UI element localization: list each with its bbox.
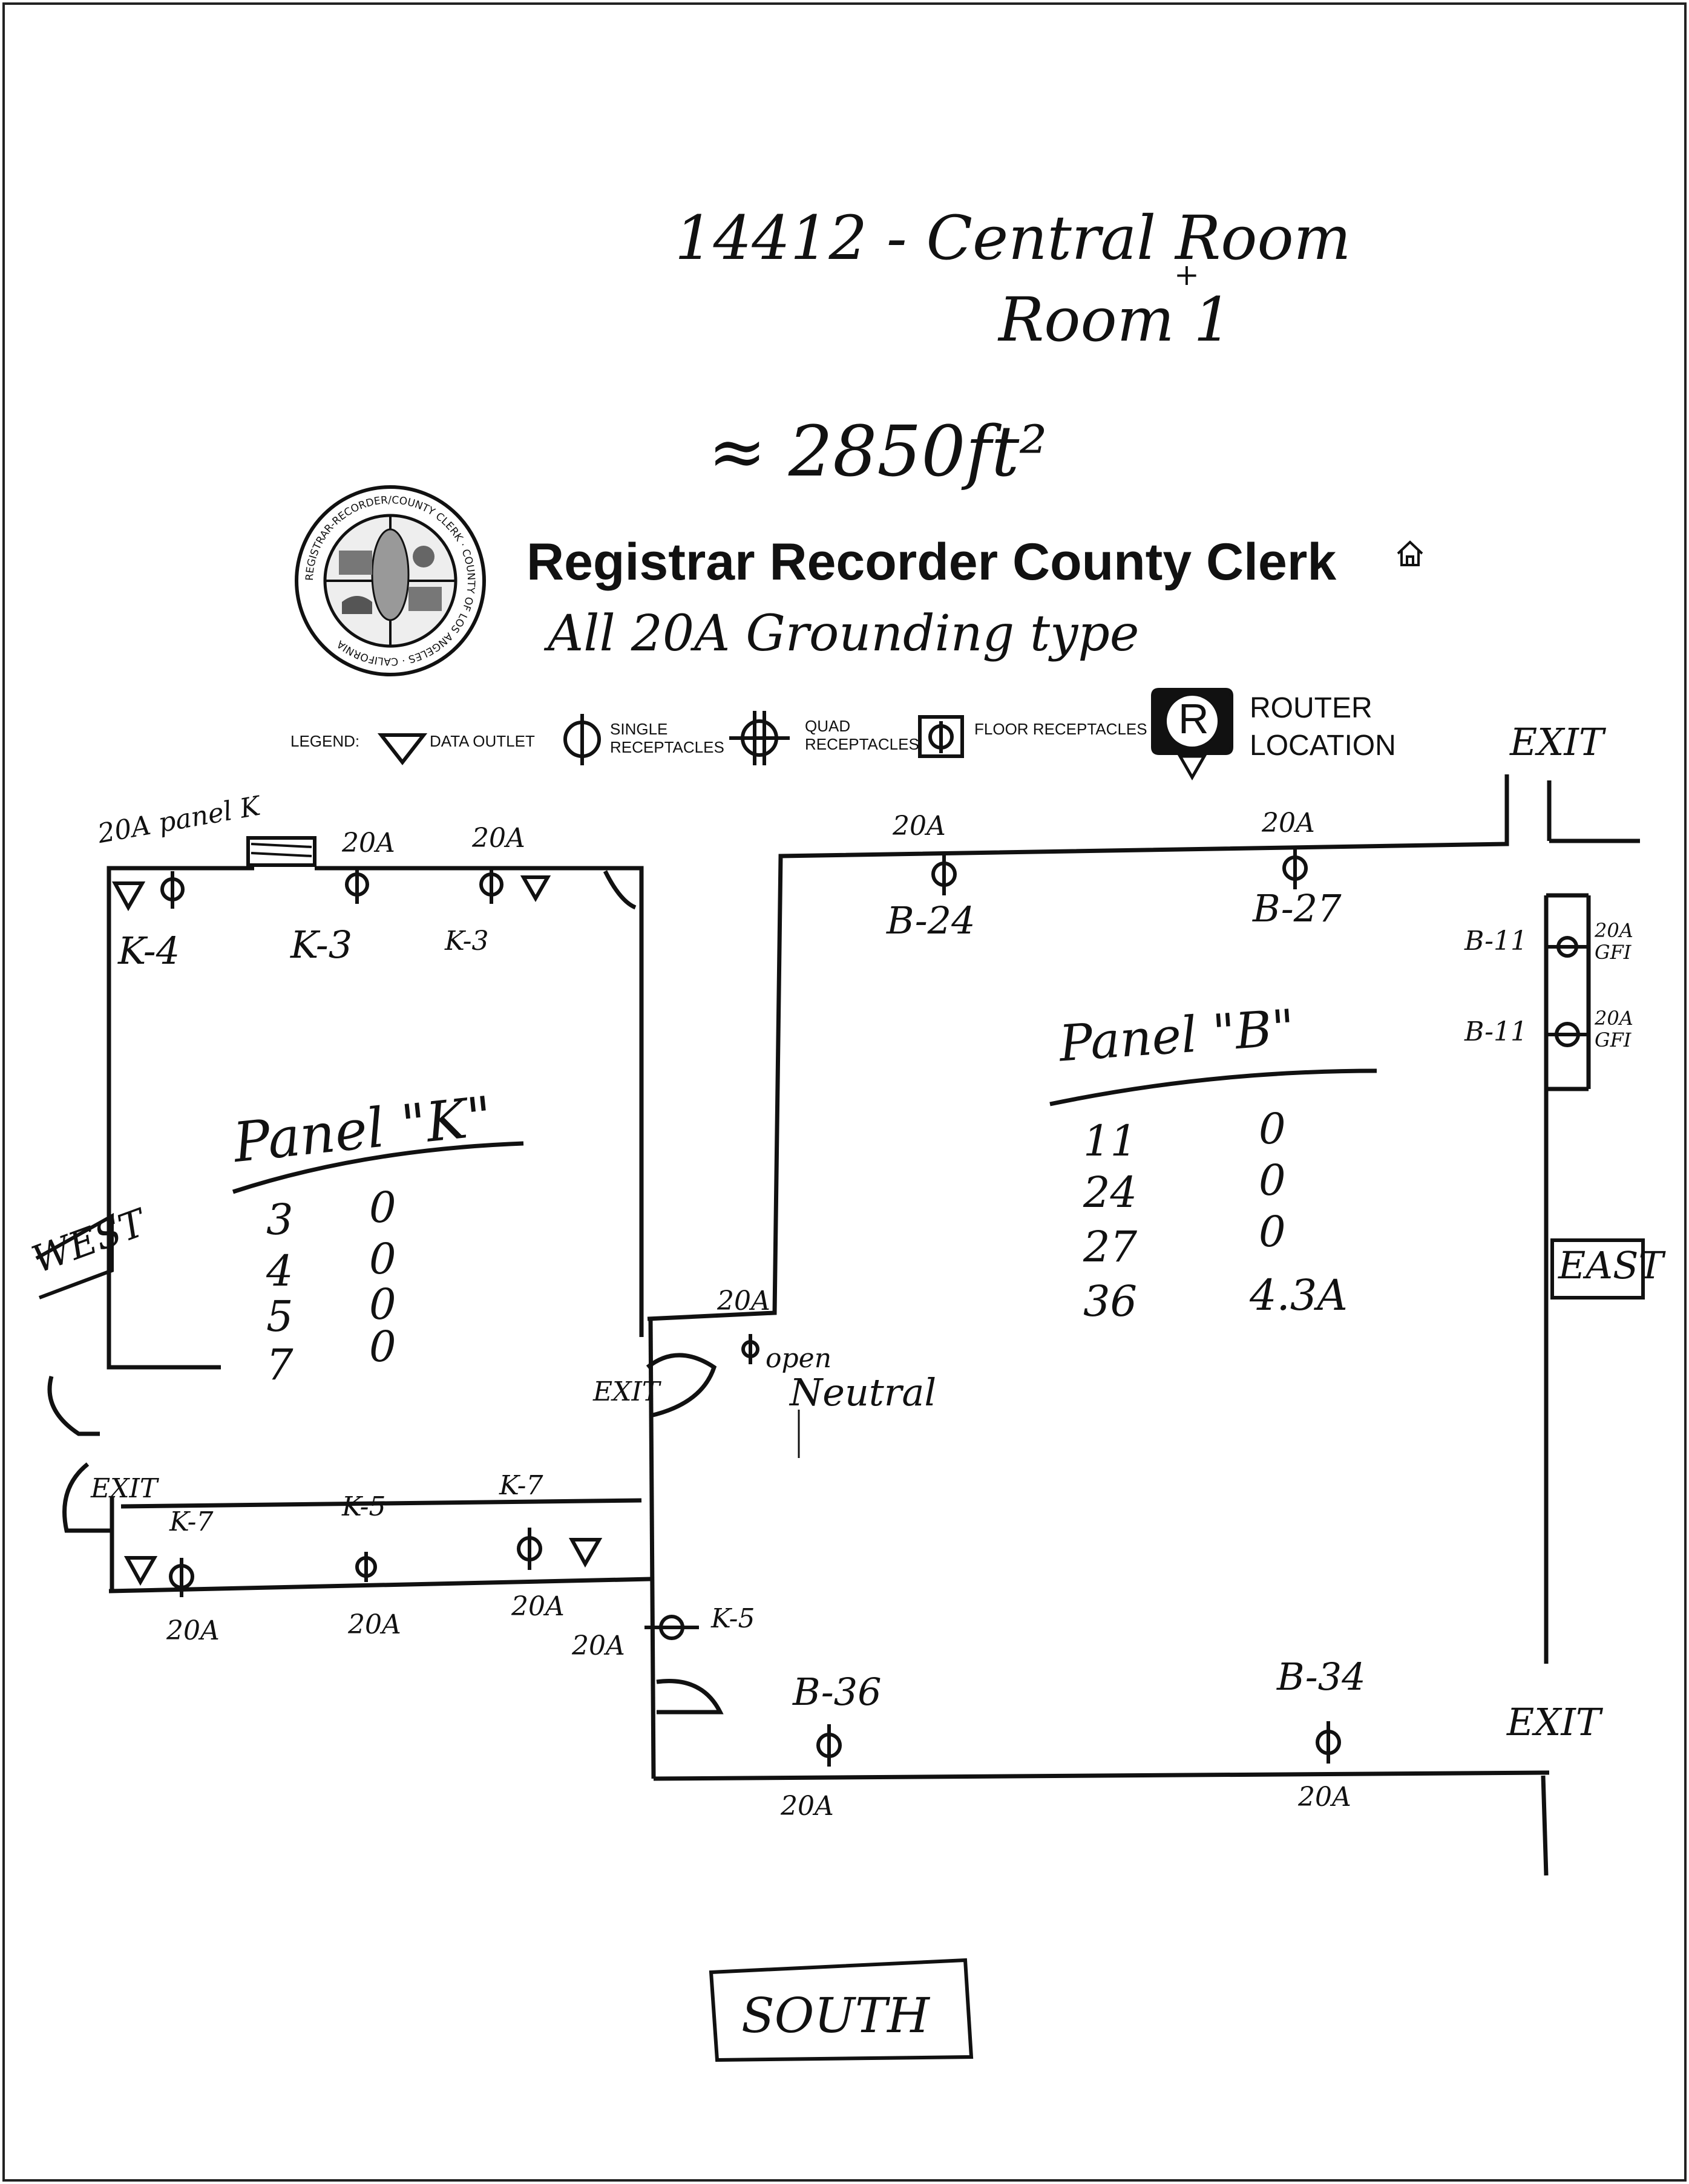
exit-label-northeast: EXIT xyxy=(1510,720,1604,764)
legend-single-label-l1: SINGLE xyxy=(610,720,668,738)
legend-symbols xyxy=(377,688,1233,781)
panel-k-row-reading: 0 xyxy=(369,1183,396,1232)
legend-router-label-l1: ROUTER xyxy=(1250,692,1373,724)
panel-b-row-circuit: 36 xyxy=(1083,1277,1138,1326)
panel-b-row-reading: 0 xyxy=(1259,1104,1286,1154)
west-top-circuit-3: K-3 xyxy=(445,926,489,956)
floor-receptacle-icon xyxy=(918,715,964,758)
west-top-rating-2: 20A xyxy=(342,828,395,858)
legend-floor-label: FLOOR RECEPTACLES xyxy=(974,720,1147,738)
east-bottom-circuit-2: B-34 xyxy=(1277,1655,1366,1699)
router-symbol: R xyxy=(1178,695,1209,742)
west-bottom-circuit-3: K-7 xyxy=(499,1470,543,1501)
legend-single-label-l2: RECEPTACLES xyxy=(610,738,724,756)
router-icon xyxy=(1151,688,1233,781)
east-wall-rating-2: 20A GFI xyxy=(1595,1007,1633,1051)
corridor-rating: 20A xyxy=(572,1630,625,1661)
county-seal: REGISTRAR-RECORDER/COUNTY CLERK · COUNTY… xyxy=(294,484,487,678)
panel-b-row-reading: 4.3A xyxy=(1250,1270,1348,1320)
west-top-circuit-2: K-3 xyxy=(290,923,353,967)
east-wall-circuit-2: B-11 xyxy=(1464,1016,1528,1047)
legend-quad-label-l1: QUAD xyxy=(805,717,851,735)
west-top-circuit-1: K-4 xyxy=(118,929,180,973)
panel-k-row-reading: 0 xyxy=(369,1280,396,1329)
quad-receptacle-icon xyxy=(729,711,790,765)
west-bottom-circuit-1: K-7 xyxy=(169,1506,214,1537)
exit-label-southeast: EXIT xyxy=(1507,1700,1601,1744)
east-top-circuit-2: B-27 xyxy=(1253,886,1342,930)
legend-label: LEGEND: xyxy=(290,732,360,750)
open-neutral-rating: 20A xyxy=(717,1286,770,1316)
header-plus: + xyxy=(1174,257,1199,292)
east-wall-circuit-1: B-11 xyxy=(1464,926,1528,956)
west-bottom-rating-2: 20A xyxy=(348,1609,401,1640)
east-room-walls xyxy=(646,774,1640,1876)
panel-k-row-circuit: 4 xyxy=(266,1246,294,1296)
east-top-rating-2: 20A xyxy=(1262,808,1315,839)
data-outlet-icon xyxy=(377,733,428,765)
west-bottom-circuit-2: K-5 xyxy=(342,1491,386,1522)
east-top-circuit-1: B-24 xyxy=(887,898,976,943)
grounding-note: All 20A Grounding type xyxy=(548,605,1140,662)
panel-k-row-circuit: 5 xyxy=(266,1292,294,1341)
open-neutral-note-l2: Neutral xyxy=(790,1370,937,1414)
west-room-symbols xyxy=(111,866,699,1640)
panel-k-row-circuit: 3 xyxy=(266,1195,294,1244)
legend-single-label: SINGLE RECEPTACLES xyxy=(610,720,724,756)
single-receptacle-icon xyxy=(563,714,601,765)
panel-b-row-reading: 0 xyxy=(1259,1207,1286,1257)
legend-router-label: ROUTER LOCATION xyxy=(1250,690,1396,765)
legend-quad-label: QUAD RECEPTACLES xyxy=(805,717,919,753)
east-room-symbols xyxy=(741,847,1589,1767)
org-name: Registrar Recorder County Clerk xyxy=(526,533,1337,591)
west-room-walls xyxy=(47,866,651,1594)
east-bottom-circuit-1: B-36 xyxy=(793,1670,882,1714)
east-bottom-rating-1: 20A xyxy=(781,1791,834,1822)
exit-label-center: EXIT xyxy=(593,1376,660,1407)
exit-label-west: EXIT xyxy=(91,1473,158,1504)
corridor-circuit: K-5 xyxy=(711,1603,755,1634)
panel-b-row-circuit: 11 xyxy=(1083,1116,1138,1166)
table-underlines xyxy=(232,1068,1377,1194)
header-area: ≈ 2850ft² xyxy=(708,411,1048,492)
home-icon xyxy=(1395,538,1425,569)
panel-b-row-reading: 0 xyxy=(1259,1156,1286,1205)
panel-k-row-reading: 0 xyxy=(369,1234,396,1284)
west-bottom-rating-3: 20A xyxy=(511,1591,565,1622)
legend-quad-label-l2: RECEPTACLES xyxy=(805,735,919,753)
open-neutral-note-l1: open xyxy=(766,1343,832,1374)
panel-k-row-circuit: 7 xyxy=(266,1340,294,1390)
direction-east: EAST xyxy=(1558,1243,1664,1287)
west-bottom-rating-1: 20A xyxy=(166,1615,220,1646)
panel-k-row-reading: 0 xyxy=(369,1322,396,1372)
panel-k-box xyxy=(246,836,316,867)
east-wall-rating-1: 20A GFI xyxy=(1595,919,1633,964)
header-title-line1: 14412 - Central Room xyxy=(675,203,1351,273)
direction-south: SOUTH xyxy=(741,1987,930,2044)
west-top-rating-3: 20A xyxy=(472,823,525,854)
east-top-rating-1: 20A xyxy=(893,811,946,842)
legend-router-label-l2: LOCATION xyxy=(1250,730,1396,762)
header-title-line2: Room 1 xyxy=(999,284,1232,355)
panel-b-row-circuit: 27 xyxy=(1083,1222,1138,1272)
east-bottom-rating-2: 20A xyxy=(1298,1782,1351,1813)
direction-boxes xyxy=(35,1212,1645,2062)
legend-data-outlet-label: DATA OUTLET xyxy=(430,732,535,750)
panel-b-row-circuit: 24 xyxy=(1083,1168,1138,1217)
